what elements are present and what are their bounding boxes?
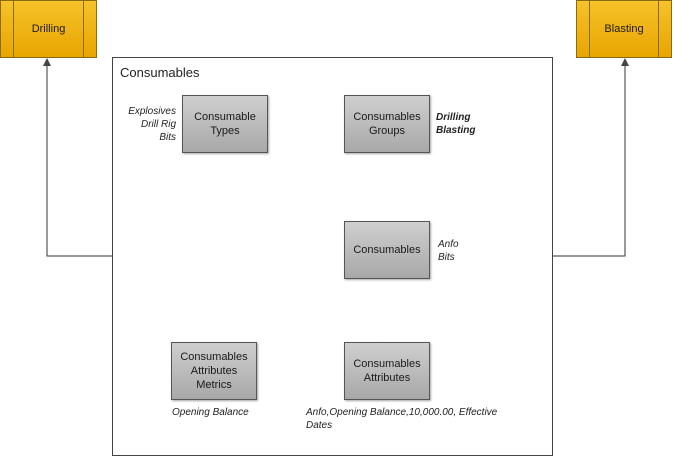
types-examples-note: Explosives Drill Rig Bits xyxy=(120,105,176,144)
link-to-drilling xyxy=(43,58,112,257)
attributes-metrics-line-3: Metrics xyxy=(196,379,232,391)
types-example-1: Explosives xyxy=(128,106,176,117)
groups-examples-note: Drilling Blasting xyxy=(436,111,475,137)
consumable-types-node: Consumable Types xyxy=(182,95,268,153)
consumable-types-line-1: Consumable xyxy=(194,111,256,123)
types-example-3: Bits xyxy=(159,132,176,143)
attributes-example-note: Anfo,Opening Balance,10,000.00, Effectiv… xyxy=(306,406,506,432)
consumables-attributes-node: Consumables Attributes xyxy=(344,342,430,400)
consumables-examples-note: Anfo Bits xyxy=(438,238,459,264)
drilling-left-bar xyxy=(1,1,14,57)
groups-example-2: Blasting xyxy=(436,125,476,136)
container-title: Consumables xyxy=(120,65,200,80)
blasting-left-bar xyxy=(577,1,590,57)
link-to-blasting xyxy=(553,58,629,257)
metrics-example-1: Opening Balance xyxy=(172,407,249,418)
attributes-example-2: Dates xyxy=(306,420,333,431)
consumable-types-line-2: Types xyxy=(210,125,240,137)
attributes-metrics-line-1: Consumables xyxy=(180,351,248,363)
consumables-node: Consumables xyxy=(344,221,430,279)
types-example-2: Drill Rig xyxy=(141,119,176,130)
blasting-label: Blasting xyxy=(604,23,644,35)
consumables-groups-line-1: Consumables xyxy=(353,111,421,123)
consumables-attributes-line-1: Consumables xyxy=(353,358,421,370)
blasting-right-bar xyxy=(658,1,671,57)
consumables-attributes-line-2: Attributes xyxy=(363,372,411,384)
consumables-line-1: Consumables xyxy=(353,244,421,256)
drilling-system: Drilling xyxy=(0,0,97,58)
drilling-label: Drilling xyxy=(31,23,66,35)
consumables-groups-node: Consumables Groups xyxy=(344,95,430,153)
drilling-right-bar xyxy=(83,1,96,57)
consumables-groups-line-2: Groups xyxy=(368,125,406,137)
consumables-example-1: Anfo xyxy=(438,239,459,250)
attributes-metrics-line-2: Attributes xyxy=(190,365,238,377)
consumables-example-2: Bits xyxy=(438,252,455,263)
metrics-example-note: Opening Balance xyxy=(172,406,249,419)
attributes-example-1: Anfo,Opening Balance,10,000.00, Effectiv… xyxy=(306,407,498,418)
blasting-system: Blasting xyxy=(576,0,672,58)
attributes-metrics-node: Consumables Attributes Metrics xyxy=(171,342,257,400)
groups-example-1: Drilling xyxy=(436,112,471,123)
